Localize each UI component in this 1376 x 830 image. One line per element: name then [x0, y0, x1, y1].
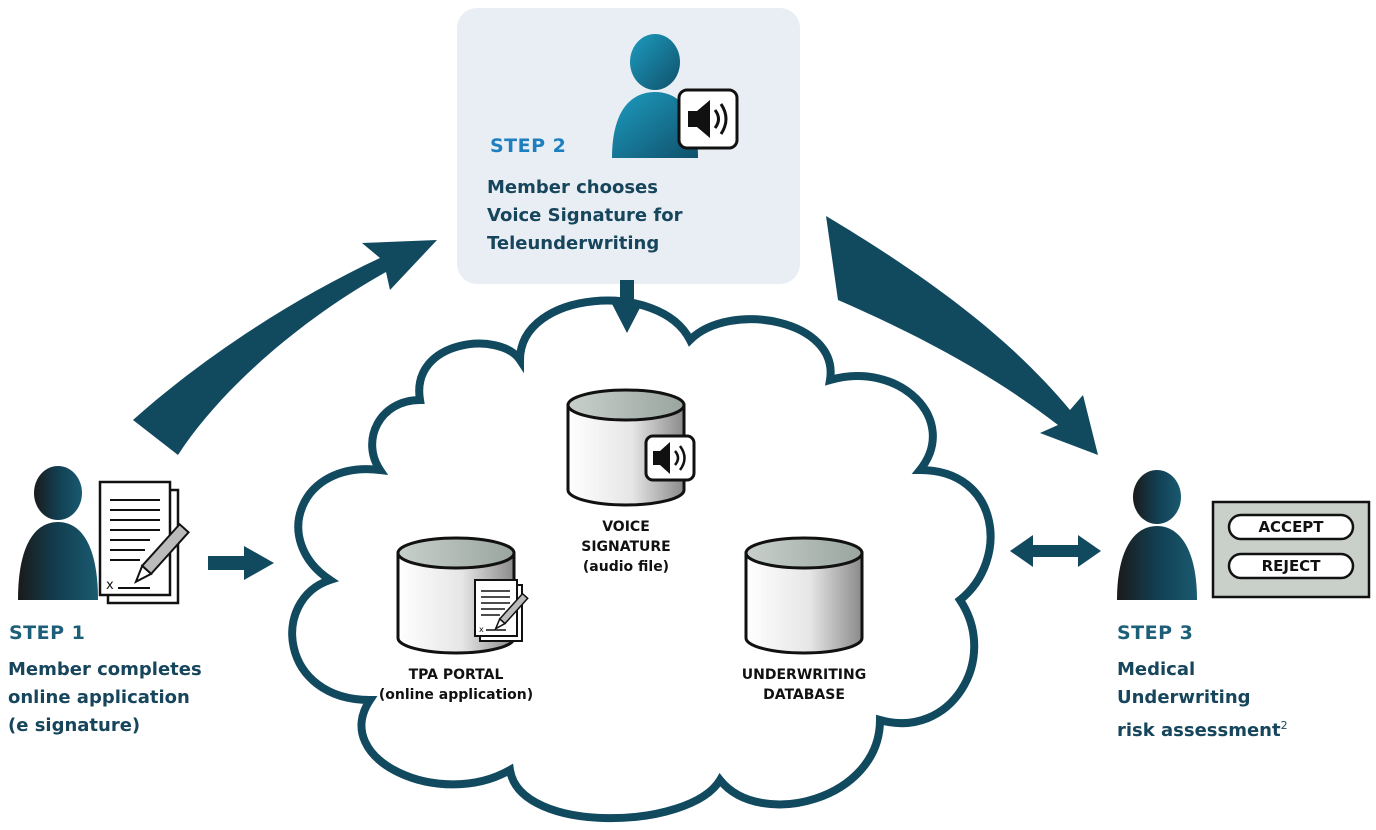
uw-db-line: DATABASE — [763, 687, 845, 703]
arrow-down-icon — [611, 280, 643, 333]
arrow-step1-to-step2 — [133, 240, 437, 455]
person-icon — [1117, 470, 1197, 600]
person-icon — [18, 466, 98, 600]
step3-line: Underwriting — [1117, 687, 1251, 708]
speaker-icon — [644, 434, 696, 482]
voice-db-line: VOICE — [602, 519, 650, 535]
tpa-db-line: (online application) — [378, 687, 534, 703]
person-icon — [612, 34, 698, 158]
step1-line: Member completes — [8, 659, 202, 680]
double-arrow-icon — [1010, 535, 1101, 567]
step2-line: Teleunderwriting — [487, 233, 660, 254]
reject-button-label: REJECT — [1262, 557, 1322, 575]
decision-panel: ACCEPT REJECT — [1211, 500, 1371, 599]
tpa-db-line: TPA PORTAL — [408, 667, 504, 683]
svg-text:x: x — [106, 578, 114, 593]
arrow-step2-to-step3 — [826, 216, 1098, 455]
uw-db-label: UNDERWRITING DATABASE — [714, 665, 894, 705]
step2-label: STEP 2 — [490, 135, 567, 157]
voice-db-line: SIGNATURE — [581, 539, 671, 555]
document-signature-icon: x — [474, 579, 529, 642]
step3-line: risk assessment2 — [1117, 712, 1288, 745]
cloud-icon — [288, 296, 995, 823]
step1-line: online application — [8, 687, 190, 708]
accept-button[interactable] — [1227, 513, 1355, 541]
step2-description: Member chooses Voice Signature for Teleu… — [487, 174, 682, 258]
underwriting-database-icon — [744, 536, 864, 655]
svg-text:x: x — [479, 625, 484, 634]
tpa-db-label: TPA PORTAL (online application) — [356, 665, 556, 705]
step3-line-text: risk assessment — [1117, 720, 1281, 741]
footnote-marker: 2 — [1280, 719, 1288, 732]
step1-line: (e signature) — [8, 715, 141, 736]
step1-label: STEP 1 — [9, 622, 86, 644]
step1-description: Member completes online application (e s… — [8, 656, 202, 740]
voice-db-line: (audio file) — [582, 559, 670, 575]
uw-db-line: UNDERWRITING — [741, 667, 867, 683]
speaker-icon — [677, 88, 739, 150]
document-signature-icon: x — [98, 480, 190, 605]
accept-button-label: ACCEPT — [1258, 518, 1324, 536]
reject-button[interactable] — [1227, 552, 1355, 580]
step3-line: Medical — [1117, 659, 1196, 680]
arrow-right-icon — [208, 546, 274, 580]
step2-line: Voice Signature for — [487, 205, 683, 226]
step3-label: STEP 3 — [1117, 622, 1194, 644]
step3-description: Medical Underwriting risk assessment2 — [1117, 656, 1288, 745]
voice-db-label: VOICE SIGNATURE (audio file) — [546, 517, 706, 577]
step2-line: Member chooses — [487, 177, 658, 198]
